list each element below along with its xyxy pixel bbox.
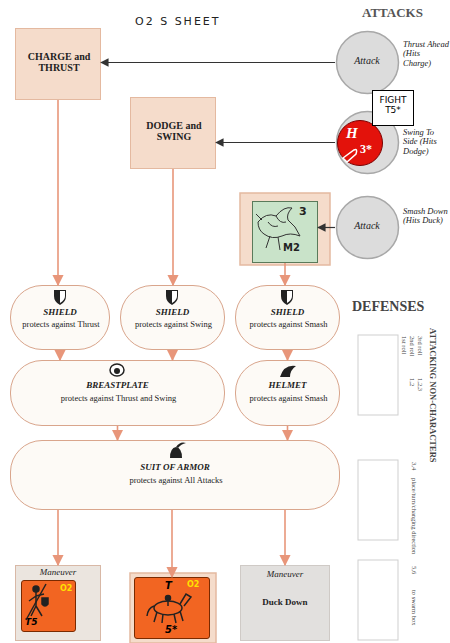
flow-arrow <box>287 426 289 440</box>
flow-arrow <box>172 350 174 360</box>
roll-note: place/turn/changing direction <box>410 478 417 554</box>
node-text: FIGHT T5* <box>373 96 413 116</box>
roll-number: 5,6 <box>410 566 417 574</box>
node-text: CHARGE and THRUST <box>26 51 92 73</box>
node-text: T5 <box>25 618 37 628</box>
node-text: SHIELD <box>11 308 109 318</box>
attack-box: CHARGE and THRUST <box>15 28 101 100</box>
node-text: Thrust Ahead (Hits Charge) <box>403 40 450 68</box>
node-text: protects against Smash <box>244 394 333 403</box>
flow-arrow <box>117 426 119 440</box>
defense-oval: HELMET protects against Smash <box>235 360 340 426</box>
roll-box <box>358 335 398 415</box>
node-text: Duck Down <box>241 598 329 608</box>
section-heading: ATTACKS <box>362 6 423 20</box>
flow-arrow <box>287 350 289 360</box>
node-text: 3 <box>299 206 307 218</box>
roll-box <box>358 460 398 540</box>
node-text: O2 <box>187 581 199 590</box>
maneuver-box <box>130 573 216 643</box>
node-text: SHIELD <box>236 308 339 318</box>
section-heading: DEFENSES <box>352 300 424 315</box>
node-text: DODGE and SWING <box>141 120 207 142</box>
node-text: M2 <box>283 242 300 253</box>
maneuver-box: ManeuverDuck Down <box>240 565 330 641</box>
node-text: T <box>165 580 172 591</box>
node-text: Swing To Side (Hits Dodge) <box>403 128 450 156</box>
flow-arrow <box>171 510 173 577</box>
node-text: 3* <box>360 143 372 156</box>
roll-label: 3rd roll <box>416 336 423 355</box>
duck-box <box>240 193 330 265</box>
node-text: protects against Smash <box>244 320 333 329</box>
roll-label: 1st roll <box>400 336 407 354</box>
flow-arrow <box>284 263 286 285</box>
node-text: Attack <box>335 55 399 66</box>
roll-label: 2nd roll <box>408 336 415 356</box>
attack-arrow <box>216 142 335 143</box>
node-text: Attack <box>335 220 399 231</box>
defense-oval: SHIELD protects against Thrust <box>10 285 110 350</box>
roll-number: 3,4 <box>410 462 417 470</box>
side-heading: ATTACKING NON-CHARACTERS <box>428 328 437 463</box>
horse-counter: T O2 5* <box>134 577 210 639</box>
attack-circle: Attack Thrust Ahead (Hits Charge) <box>335 30 450 95</box>
defense-oval: SHIELD protects against Smash <box>235 285 340 350</box>
node-text: Smash Down (Hits Duck) <box>403 207 450 226</box>
flow-arrow <box>284 510 286 565</box>
character-counter: T5 O2 <box>21 580 76 632</box>
flow-arrow <box>57 100 59 285</box>
node-text: BREASTPLATE <box>11 381 224 391</box>
roll-number: 1,2 <box>408 378 415 386</box>
attack-box: DODGE and SWING <box>130 97 216 169</box>
fight-chit: FIGHT T5* <box>372 90 414 126</box>
roll-number: 1,2,3 <box>416 378 423 391</box>
attack-arrow <box>101 62 335 63</box>
roll-note: to swarm box <box>410 590 417 625</box>
node-text: Maneuver <box>16 568 100 578</box>
flow-arrow <box>172 169 174 285</box>
node-text: H <box>346 125 358 142</box>
defense-oval: SHIELD protects against Swing <box>120 285 225 350</box>
node-text: protects against Swing <box>129 320 218 329</box>
maneuver-box: ManeuverT5 O2 <box>15 565 101 641</box>
flow-arrow <box>59 350 61 360</box>
attack-circle: Attack Smash Down (Hits Duck) <box>335 195 450 260</box>
node-text: protects against Thrust <box>19 320 103 329</box>
attack-counter: H3* <box>337 120 383 166</box>
node-text: O2 <box>60 585 72 594</box>
node-text: SUIT OF ARMOR <box>11 463 339 473</box>
circle-outline <box>335 195 450 260</box>
flow-arrow <box>57 510 59 565</box>
defense-band: SUIT OF ARMOR protects against All Attack… <box>10 440 340 510</box>
node-text: 5* <box>165 624 177 635</box>
node-text: protects against Thrust and Swing <box>41 394 196 403</box>
monster-counter: 3M2 <box>252 201 318 263</box>
node-text: Maneuver <box>241 570 329 580</box>
sheet-title: O2 S SHEET <box>135 16 221 28</box>
node-text: SHIELD <box>121 308 224 318</box>
defense-band: BREASTPLATE protects against Thrust and S… <box>10 360 225 426</box>
roll-box <box>358 560 398 640</box>
node-text: protects against All Attacks <box>71 476 281 485</box>
node-text: HELMET <box>236 381 339 391</box>
attack-arrow <box>318 227 335 228</box>
